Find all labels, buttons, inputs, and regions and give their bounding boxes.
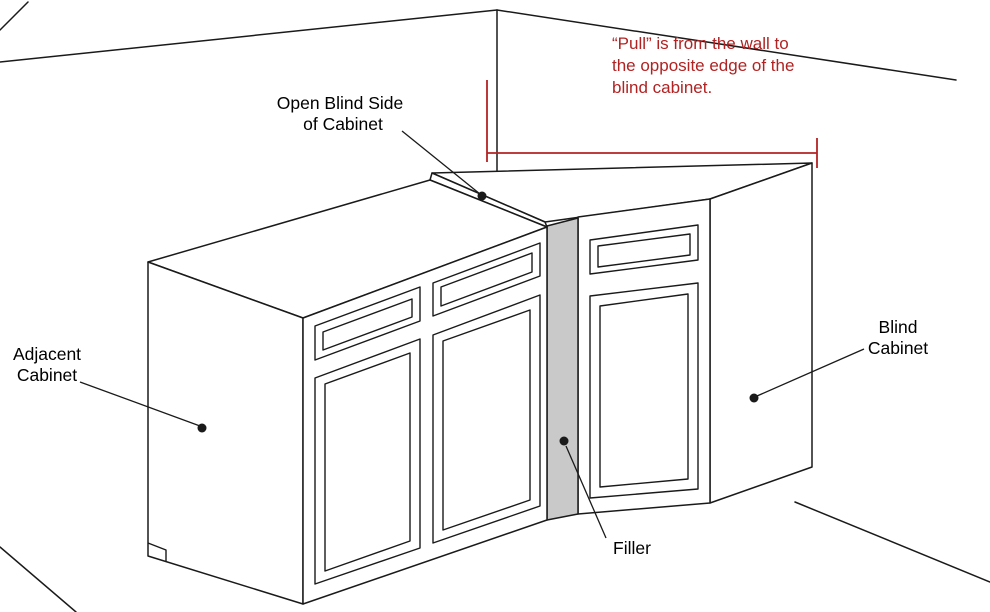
- right-floor-line: [794, 501, 990, 583]
- adjacent-cabinet-door-left: [314, 338, 421, 585]
- filler-leader: [565, 445, 607, 539]
- open-blind-side-label-line1: Open Blind Side: [277, 93, 403, 113]
- adjacent-cabinet: [147, 179, 548, 605]
- labels: Open Blind Side of Cabinet Adjacent Cabi…: [13, 93, 928, 558]
- blind-cabinet-label-line2: Cabinet: [868, 338, 928, 358]
- pull-note-line3: blind cabinet.: [612, 78, 712, 97]
- blind-cabinet-door-panel: [599, 293, 689, 488]
- blind-cabinet-right-side-face: [709, 162, 813, 504]
- adjacent-cabinet-drawer-left: [314, 286, 421, 361]
- blind-cabinet-label-line1: Blind: [879, 317, 918, 337]
- adjacent-cabinet-label-line1: Adjacent: [13, 344, 81, 364]
- adjacent-cabinet-side-face: [147, 261, 304, 605]
- adjacent-cabinet-label-line2: Cabinet: [17, 365, 77, 385]
- pull-note-line1: “Pull” is from the wall to: [612, 34, 789, 53]
- adjacent-cabinet-door-right: [432, 294, 541, 544]
- pull-dimension: “Pull” is from the wall to the opposite …: [486, 34, 818, 168]
- filler-dot: [559, 436, 569, 446]
- blind-cabinet-drawer-panel: [597, 233, 691, 268]
- open-blind-side-dot: [477, 191, 487, 201]
- pull-note-line2: the opposite edge of the: [612, 56, 794, 75]
- adjacent-cabinet-dot: [197, 423, 207, 433]
- blind-cabinet-door: [589, 282, 699, 499]
- blind-cabinet-dot: [749, 393, 759, 403]
- adjacent-cabinet-toe-kick-line: [147, 542, 167, 561]
- adjacent-cabinet-drawer-right: [432, 242, 541, 317]
- adjacent-cabinet-front-face: [302, 226, 548, 605]
- blind-cabinet-leader: [756, 348, 865, 397]
- leaders: [79, 130, 865, 539]
- right-wall-line: [496, 9, 957, 81]
- open-blind-side-leader: [401, 130, 481, 195]
- adjacent-cabinet-drawer-left-panel: [322, 298, 413, 351]
- blind-cabinet-drawer-front: [589, 224, 699, 275]
- filler-panel: [546, 217, 579, 521]
- adjacent-cabinet-drawer-right-panel: [440, 252, 533, 307]
- filler-label: Filler: [613, 538, 651, 558]
- top-left-wall-line: [0, 1, 29, 31]
- blind-cabinet: [429, 162, 813, 515]
- adjacent-cabinet-door-right-panel: [442, 309, 531, 531]
- adjacent-cabinet-door-left-panel: [324, 352, 411, 572]
- left-wall-line: [0, 9, 498, 63]
- adjacent-cabinet-leader: [79, 381, 201, 427]
- left-floor-line: [0, 546, 77, 612]
- open-blind-side-label-line2: of Cabinet: [303, 114, 383, 134]
